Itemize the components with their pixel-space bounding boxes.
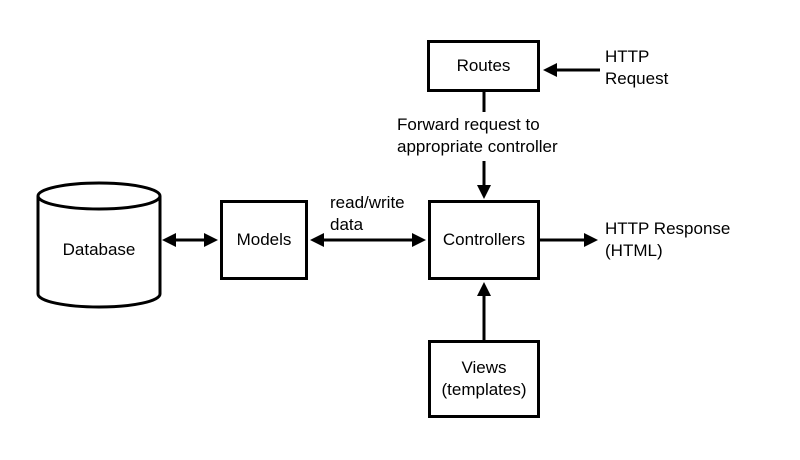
routes-node: Routes (427, 40, 540, 92)
http-request-arrow (543, 63, 600, 77)
http-response-arrow (540, 233, 598, 247)
models-node: Models (220, 200, 308, 280)
views-node: Views (templates) (428, 340, 540, 418)
database-models-arrow (162, 233, 218, 247)
http-request-label: HTTP Request (605, 47, 669, 88)
http-response-label: HTTP Response (HTML) (605, 219, 731, 260)
views-controllers-arrow (477, 282, 491, 340)
read-write-data-label: read/write data (330, 193, 405, 234)
models-controllers-arrow (310, 233, 426, 247)
database-cylinder (36, 181, 162, 309)
forward-request-arrow (477, 92, 491, 199)
database-label: Database (62, 240, 136, 259)
controllers-node: Controllers (428, 200, 540, 280)
forward-request-label: Forward request to appropriate controlle… (397, 115, 558, 156)
